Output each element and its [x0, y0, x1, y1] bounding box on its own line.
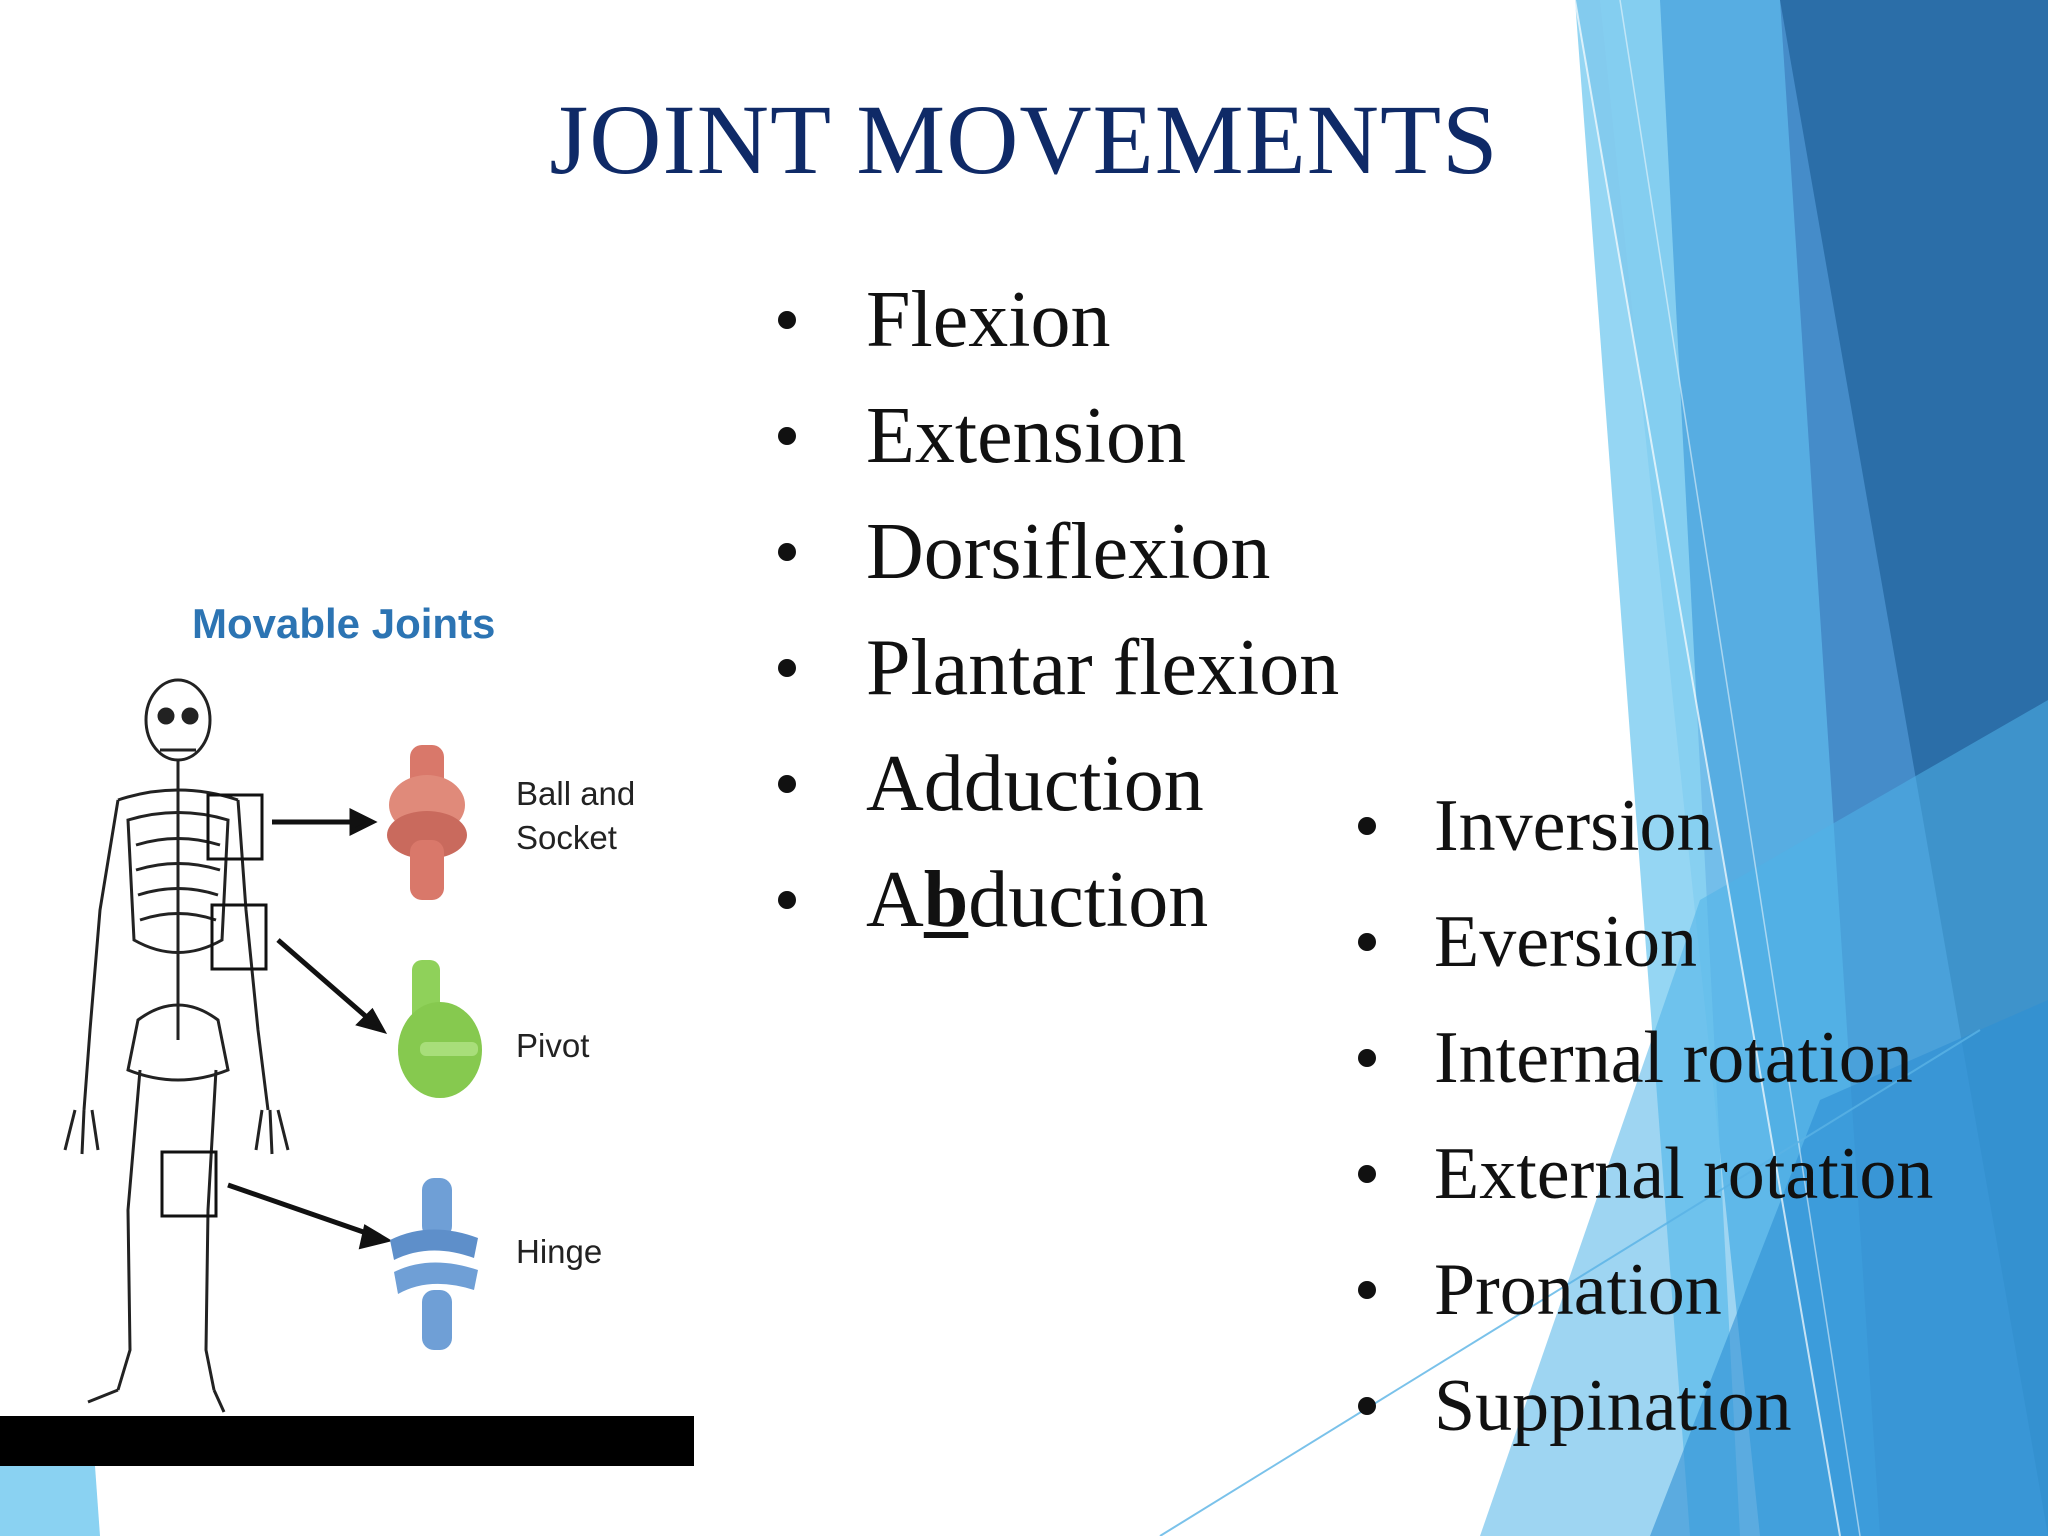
- label-hinge: Hinge: [516, 1233, 603, 1270]
- bullet-icon: [1358, 933, 1376, 951]
- figure-title: Movable Joints: [192, 600, 496, 647]
- label-pivot: Pivot: [516, 1027, 590, 1064]
- list-item: Adduction: [778, 726, 1339, 842]
- bullet-icon: [1358, 817, 1376, 835]
- arrow-icon: [227, 807, 393, 1250]
- bullet-icon: [1358, 1281, 1376, 1299]
- bullet-icon: [778, 659, 796, 677]
- bullet-icon: [778, 427, 796, 445]
- bullet-icon: [778, 543, 796, 561]
- label-ball-line1: Ball and: [516, 775, 636, 812]
- skeleton-figure: [63, 678, 482, 1413]
- bullet-icon: [778, 311, 796, 329]
- label-ball-line2: Socket: [516, 819, 617, 856]
- list-item: Eversion: [1358, 884, 1933, 1000]
- list-item: Inversion: [1358, 768, 1933, 884]
- list-item-abduction: Abduction: [778, 842, 1339, 958]
- abduction-text: Abduction: [866, 856, 1209, 944]
- black-bar: [0, 1416, 694, 1466]
- label-ball-and-socket: Ball and Socket: [516, 772, 635, 860]
- ball-socket-joint-icon: [387, 745, 467, 900]
- bullet-icon: [1358, 1165, 1376, 1183]
- bullet-icon: [1358, 1049, 1376, 1067]
- list-item: Suppination: [1358, 1348, 1933, 1464]
- movements-list-right: Inversion Eversion Internal rotation Ext…: [1358, 768, 1933, 1464]
- pivot-joint-icon: [398, 960, 482, 1098]
- list-item: External rotation: [1358, 1116, 1933, 1232]
- bullet-icon: [778, 891, 796, 909]
- list-item: Plantar flexion: [778, 610, 1339, 726]
- list-item: Flexion: [778, 262, 1339, 378]
- list-item: Pronation: [1358, 1232, 1933, 1348]
- slide-title: JOINT MOVEMENTS: [549, 84, 1499, 195]
- list-item: Extension: [778, 378, 1339, 494]
- movements-list-left: Flexion Extension Dorsiflexion Plantar f…: [778, 262, 1339, 958]
- skeleton-icon: [63, 678, 290, 1413]
- hinge-joint-icon: [390, 1178, 478, 1350]
- list-item: Internal rotation: [1358, 1000, 1933, 1116]
- bullet-icon: [778, 775, 796, 793]
- bullet-icon: [1358, 1397, 1376, 1415]
- list-item: Dorsiflexion: [778, 494, 1339, 610]
